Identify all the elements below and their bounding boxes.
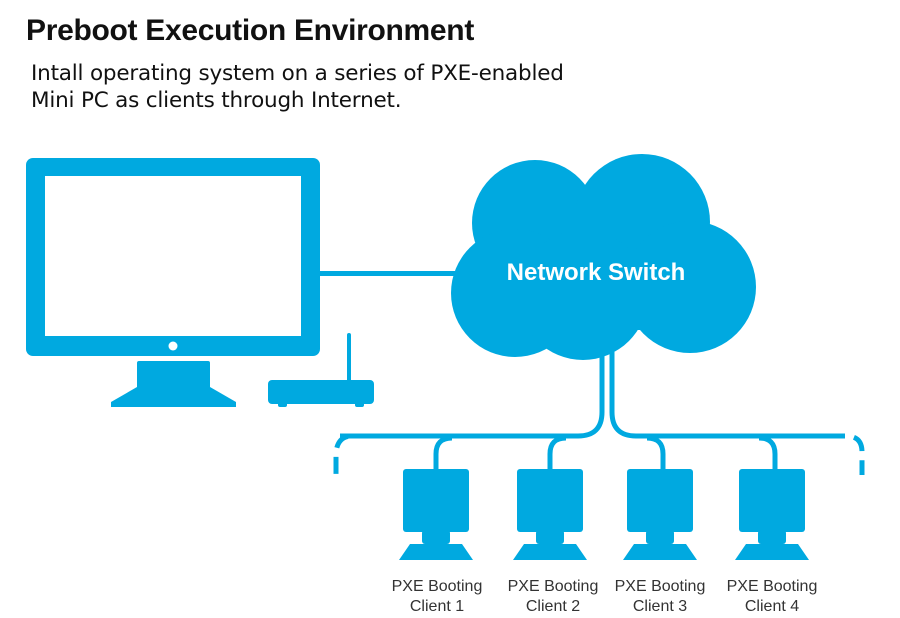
page-title: Preboot Execution Environment [26,14,475,47]
bus-dashed-left [333,433,426,474]
client-drop-3 [646,435,666,472]
subtitle-line-2: Mini PC as clients through Internet. [31,88,402,113]
monitor-power-dot [168,341,178,351]
bus-dashed-right [776,433,865,475]
router-body [268,380,374,404]
client-computer-icon [513,469,587,560]
client-3-label-line-1: PXE Booting [615,578,706,595]
router-antenna [347,333,351,383]
client-1-label-line-1: PXE Booting [392,578,483,595]
monitor-base [111,387,236,407]
client-2-label-line-2: Client 2 [526,598,580,615]
network-switch-label: Network Switch [507,259,686,286]
client-3-label-line-2: Client 3 [633,598,687,615]
client-computer-icon [623,469,697,560]
client-drop-4 [758,435,778,472]
client-computer-icon [735,469,809,560]
router-foot-right [355,402,364,407]
monitor-neck [137,361,210,393]
subtitle-line-1: Intall operating system on a series of P… [31,61,564,86]
page-subtitle: Intall operating system on a series of P… [31,60,564,114]
client-drop-2 [547,435,567,472]
router-icon [268,333,374,407]
cloud-icon [451,154,756,360]
client-computer-icon [399,469,473,560]
client-4-label-line-1: PXE Booting [727,578,818,595]
server-switch-link [319,271,459,276]
client-4-label-line-2: Client 4 [745,598,799,615]
client-2-label-line-1: PXE Booting [508,578,599,595]
trunk-line-left [340,352,605,439]
router-foot-left [278,402,287,407]
trunk-line-right [609,352,830,439]
monitor-screen [45,176,301,336]
client-drop-1 [433,435,453,472]
desktop-monitor-icon [26,158,320,407]
client-1-label-line-2: Client 1 [410,598,464,615]
